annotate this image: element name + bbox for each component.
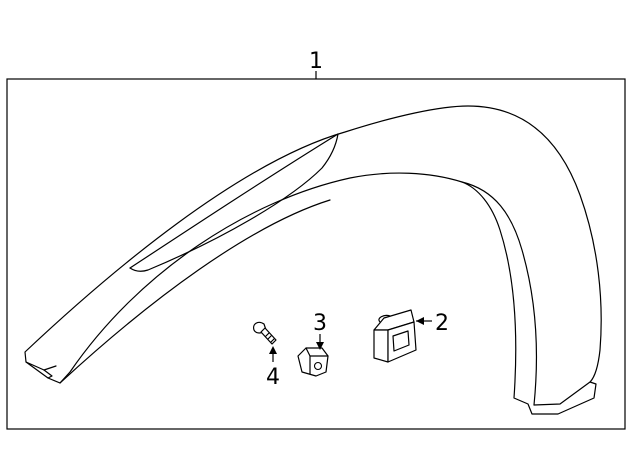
callout-3-label: 3 bbox=[313, 311, 327, 336]
screw-icon[interactable] bbox=[253, 321, 277, 345]
callout-1-label: 1 bbox=[309, 49, 323, 74]
callout-4[interactable]: 4 bbox=[266, 346, 280, 390]
wheel-opening-molding-icon[interactable] bbox=[24, 105, 602, 415]
callout-2[interactable]: 2 bbox=[416, 311, 449, 336]
callout-4-label: 4 bbox=[266, 365, 280, 390]
callout-1[interactable]: 1 bbox=[309, 49, 323, 79]
callout-2-label: 2 bbox=[435, 311, 449, 336]
retainer-clip-icon[interactable] bbox=[373, 309, 417, 363]
nut-clip-icon[interactable] bbox=[297, 347, 329, 377]
callout-3[interactable]: 3 bbox=[313, 311, 327, 350]
